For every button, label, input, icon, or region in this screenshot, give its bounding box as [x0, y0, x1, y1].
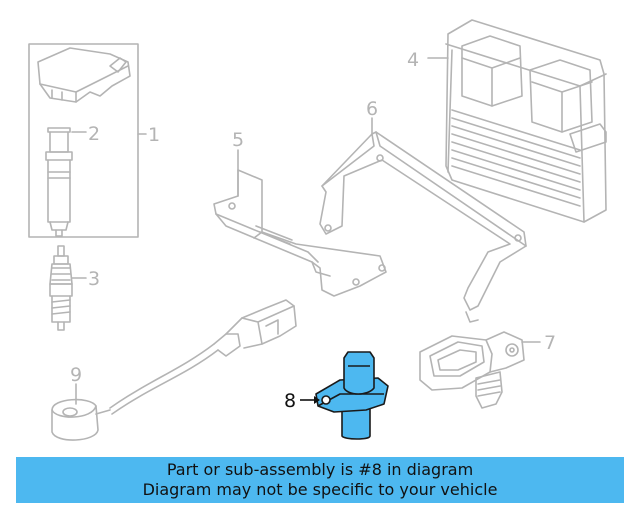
- part-4-engine-control-module: [445, 19, 607, 223]
- callout-7: 7: [544, 332, 556, 354]
- leader-arrow-8: [314, 396, 320, 404]
- callout-1: 1: [148, 124, 160, 146]
- callout-5: 5: [232, 129, 244, 151]
- part-1-ignition-coil-assembly: [28, 43, 139, 238]
- part-6-mounting-frame: [319, 131, 527, 323]
- callout-8: 8: [284, 390, 296, 412]
- banner-line-1: Part or sub-assembly is #8 in diagram: [166, 460, 474, 479]
- info-banner: Part or sub-assembly is #8 in diagram Di…: [16, 457, 624, 503]
- callout-4: 4: [407, 49, 419, 71]
- callout-2: 2: [88, 123, 100, 145]
- callout-6: 6: [366, 98, 378, 120]
- part-5-bracket: [213, 169, 387, 297]
- part-8-camshaft-position-sensor: [315, 351, 389, 440]
- callout-9: 9: [70, 364, 82, 386]
- banner-line-2: Diagram may not be specific to your vehi…: [142, 480, 498, 499]
- part-9-knock-sensor: [51, 299, 297, 441]
- callout-3: 3: [88, 268, 100, 290]
- part-3-spark-plug: [49, 245, 73, 331]
- part-7-sensor: [419, 331, 525, 409]
